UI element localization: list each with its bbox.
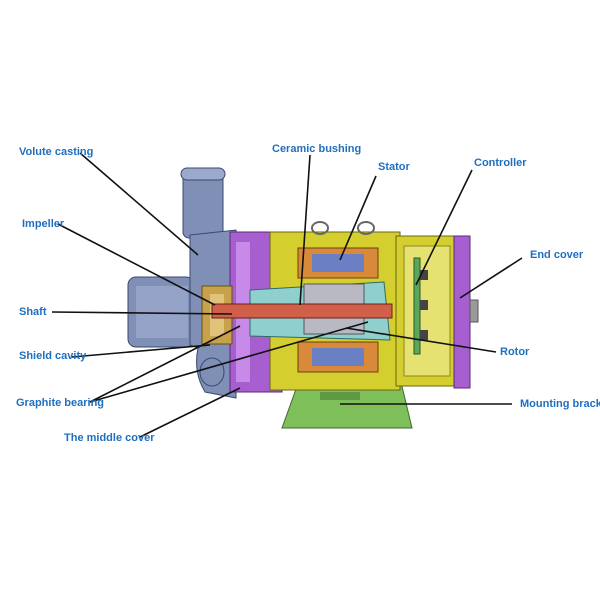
label-ceramic-bushing: Ceramic bushing bbox=[272, 143, 362, 155]
volute-casting-part bbox=[127, 167, 237, 399]
leader-controller bbox=[415, 169, 473, 286]
leader-stator bbox=[339, 175, 377, 261]
label-middle-cover: The middle cover bbox=[64, 432, 155, 444]
label-mounting-bracket: Mounting bracket bbox=[520, 398, 600, 410]
stator-part bbox=[297, 247, 379, 373]
controller-part bbox=[413, 257, 428, 355]
leader-volute-casting bbox=[79, 152, 199, 256]
label-end-cover: End cover bbox=[530, 249, 584, 261]
leader-impeller bbox=[57, 223, 216, 306]
label-graphite-bearing: Graphite bearing bbox=[16, 397, 105, 409]
label-impeller: Impeller bbox=[22, 218, 65, 230]
leader-middle-cover bbox=[139, 387, 241, 438]
leader-end-cover bbox=[459, 257, 523, 299]
leader-lines bbox=[51, 152, 523, 438]
label-controller: Controller bbox=[474, 157, 527, 169]
leader-shield-cavity bbox=[71, 344, 211, 358]
label-shield-cavity: Shield cavity bbox=[19, 350, 87, 362]
shaft-part bbox=[211, 303, 393, 319]
label-stator: Stator bbox=[378, 161, 410, 173]
leader-shaft bbox=[51, 311, 233, 315]
label-shaft: Shaft bbox=[19, 306, 47, 318]
leader-rotor bbox=[345, 327, 497, 353]
leader-graphite-bearing-1 bbox=[89, 325, 241, 403]
label-volute-casting: Volute casting bbox=[19, 146, 94, 158]
label-rotor: Rotor bbox=[500, 346, 530, 358]
leader-ceramic-bushing bbox=[299, 154, 311, 306]
end-cover-part bbox=[453, 235, 479, 389]
lifting-eyes bbox=[311, 221, 375, 235]
leader-graphite-bearing-2 bbox=[89, 321, 369, 403]
